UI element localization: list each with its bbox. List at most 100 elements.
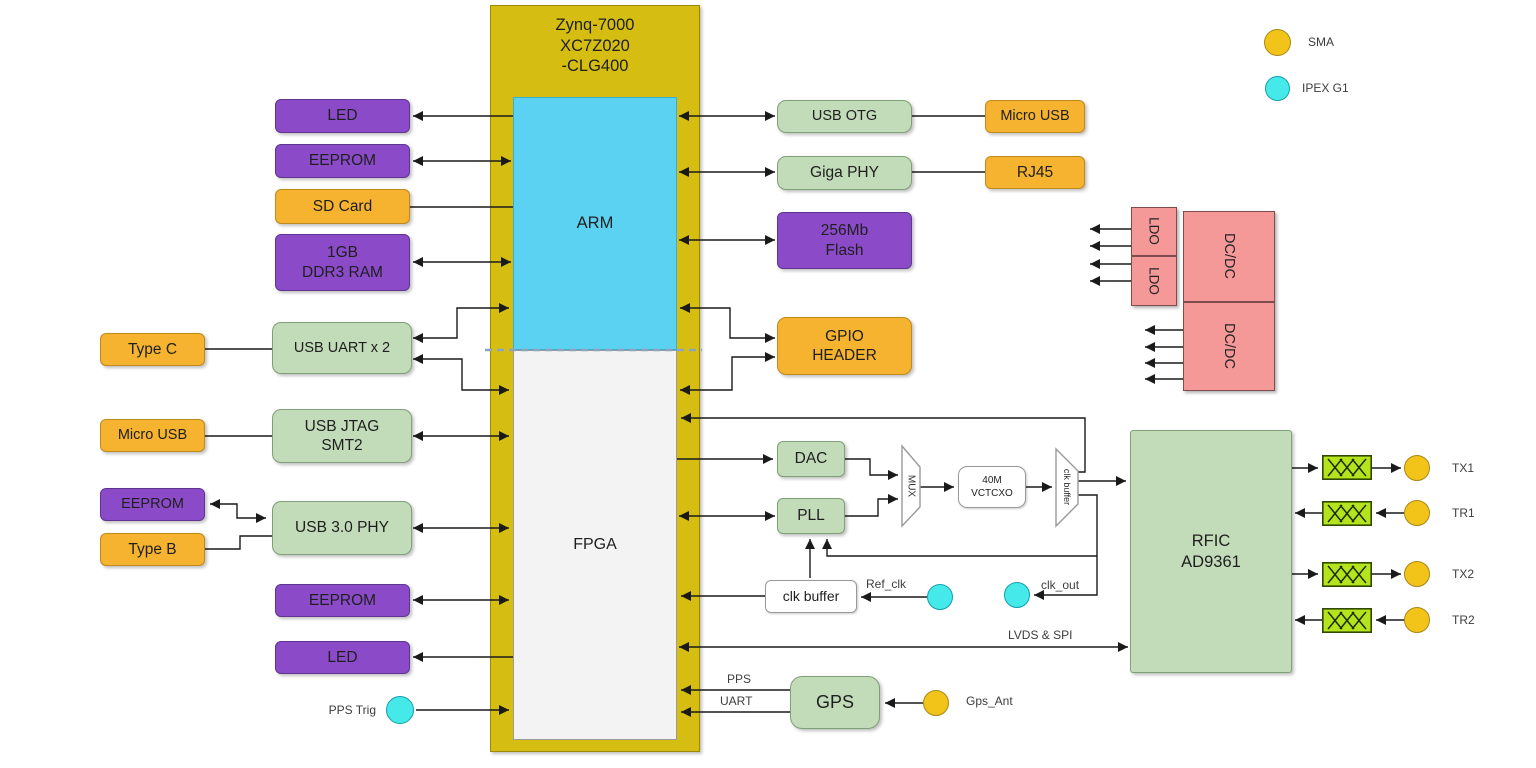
led-bottom-label: LED <box>327 648 358 666</box>
gps-label: GPS <box>815 692 854 713</box>
led-top-label: LED <box>327 107 358 125</box>
dcdc1-label: DC/DC <box>1221 233 1237 279</box>
ldo1-label: LDO <box>1146 217 1162 245</box>
filter-icon <box>1322 501 1373 526</box>
block-ddr3-ram: 1GB DDR3 RAM <box>275 234 410 291</box>
block-flash: 256Mb Flash <box>777 212 912 269</box>
block-arm: ARM <box>513 97 677 350</box>
block-gpio-header: GPIO HEADER <box>777 317 912 375</box>
block-pll: PLL <box>777 498 845 534</box>
pll-label: PLL <box>797 507 825 525</box>
type-c-label: Type C <box>127 340 178 358</box>
usb-otg-label: USB OTG <box>811 108 878 125</box>
sma-connector-tx2 <box>1404 561 1430 587</box>
vctcxo-label-line2: VCTCXO <box>971 488 1013 499</box>
pps-trig-label: PPS Trig <box>328 703 376 717</box>
micro-usb-right-label: Micro USB <box>1000 108 1070 125</box>
eeprom-top-label: EEPROM <box>308 152 377 170</box>
block-vctcxo: 40M VCTCXO <box>958 466 1026 508</box>
ddr-label-line1: 1GB <box>326 244 358 262</box>
sd-card-label: SD Card <box>312 197 373 215</box>
block-dac: DAC <box>777 441 845 477</box>
ddr-label-line2: DDR3 RAM <box>302 263 383 281</box>
block-ldo-1 <box>1131 207 1177 256</box>
zynq-title-line3: -CLG400 <box>561 57 629 76</box>
block-usb3-phy: USB 3.0 PHY <box>272 501 412 555</box>
arm-label: ARM <box>576 214 614 233</box>
ipex-connector-ref-clk <box>927 584 953 610</box>
sma-connector-tr1 <box>1404 500 1430 526</box>
tx1-label: TX1 <box>1452 461 1475 475</box>
block-eeprom-top: EEPROM <box>275 144 410 178</box>
wires-group <box>205 111 1404 717</box>
rfic-label-line1: RFIC <box>1191 531 1231 550</box>
usb3-phy-label: USB 3.0 PHY <box>295 519 389 537</box>
filter-icon <box>1322 608 1373 633</box>
block-usb-uart: USB UART x 2 <box>272 322 412 374</box>
block-ldo-2 <box>1131 256 1177 306</box>
flash-label-line1: 256Mb <box>820 222 869 240</box>
eeprom-bottom-label: EEPROM <box>308 591 377 609</box>
legend-sma-icon <box>1264 29 1291 56</box>
block-type-c: Type C <box>100 333 205 366</box>
gpio-label-line2: HEADER <box>812 347 877 364</box>
pps-label: PPS <box>727 672 752 686</box>
block-gps: GPS <box>790 676 880 729</box>
rfic-label-line2: AD9361 <box>1181 552 1241 571</box>
filter-icon <box>1322 562 1373 587</box>
ipex-connector-clk-out <box>1004 582 1030 608</box>
usb-uart-label: USB UART x 2 <box>293 339 391 356</box>
usb-jtag-label-line1: USB JTAG <box>304 417 380 435</box>
gps-ant-label: Gps_Ant <box>966 694 1013 708</box>
tr2-label: TR2 <box>1452 613 1475 627</box>
ref-clk-label: Ref_clk <box>866 577 907 591</box>
tr1-label: TR1 <box>1452 506 1475 520</box>
giga-phy-label: Giga PHY <box>810 164 879 182</box>
block-giga-phy: Giga PHY <box>777 156 912 190</box>
clk-out-label: clk_out <box>1041 578 1080 592</box>
block-dcdc-2 <box>1183 302 1275 391</box>
block-led-top: LED <box>275 99 410 133</box>
zynq-title-line1: Zynq-7000 <box>555 16 635 34</box>
gpio-label-line1: GPIO <box>825 327 864 345</box>
block-eeprom-bottom: EEPROM <box>275 584 410 617</box>
mux-label: MUX <box>905 474 917 498</box>
zynq-title-line2: XC7Z020 <box>560 36 630 55</box>
block-dcdc-1 <box>1183 211 1275 302</box>
sma-connector-tx1 <box>1404 455 1430 481</box>
legend-sma-label: SMA <box>1308 35 1335 49</box>
sma-connector-tr2 <box>1404 607 1430 633</box>
lvds-spi-label: LVDS & SPI <box>1008 628 1073 642</box>
eeprom-mid-label: EEPROM <box>121 496 184 513</box>
rj45-label: RJ45 <box>1016 163 1054 181</box>
block-led-bottom: LED <box>275 641 410 674</box>
block-clk-buffer-box: clk buffer <box>765 580 857 613</box>
legend-ipex-icon <box>1265 76 1290 101</box>
block-fpga: FPGA <box>513 350 677 740</box>
block-eeprom-mid: EEPROM <box>100 488 205 521</box>
block-micro-usb-right: Micro USB <box>985 100 1085 133</box>
fpga-label: FPGA <box>573 536 617 553</box>
sma-connector-gps-ant <box>923 690 949 716</box>
type-b-label: Type B <box>128 540 177 558</box>
dcdc2-label: DC/DC <box>1221 323 1237 369</box>
micro-usb-left-label: Micro USB <box>117 427 188 444</box>
dac-label: DAC <box>794 450 828 468</box>
ldo2-label: LDO <box>1146 267 1162 295</box>
block-rj45: RJ45 <box>985 156 1085 189</box>
vctcxo-label-line1: 40M <box>982 475 1002 486</box>
block-sd-card: SD Card <box>275 189 410 224</box>
block-type-b: Type B <box>100 533 205 566</box>
block-micro-usb-left: Micro USB <box>100 419 205 452</box>
uart-label: UART <box>720 694 753 708</box>
block-rfic: RFIC AD9361 <box>1130 430 1292 673</box>
trapezoid-shapes <box>901 444 1079 528</box>
clk-buffer-box-label: clk buffer <box>782 587 840 604</box>
block-usb-jtag: USB JTAG SMT2 <box>272 409 412 463</box>
flash-label-line2: Flash <box>825 241 864 259</box>
filter-icon <box>1322 455 1373 480</box>
usb-jtag-label-line2: SMT2 <box>321 437 363 454</box>
ipex-connector-pps-trig <box>386 696 414 724</box>
